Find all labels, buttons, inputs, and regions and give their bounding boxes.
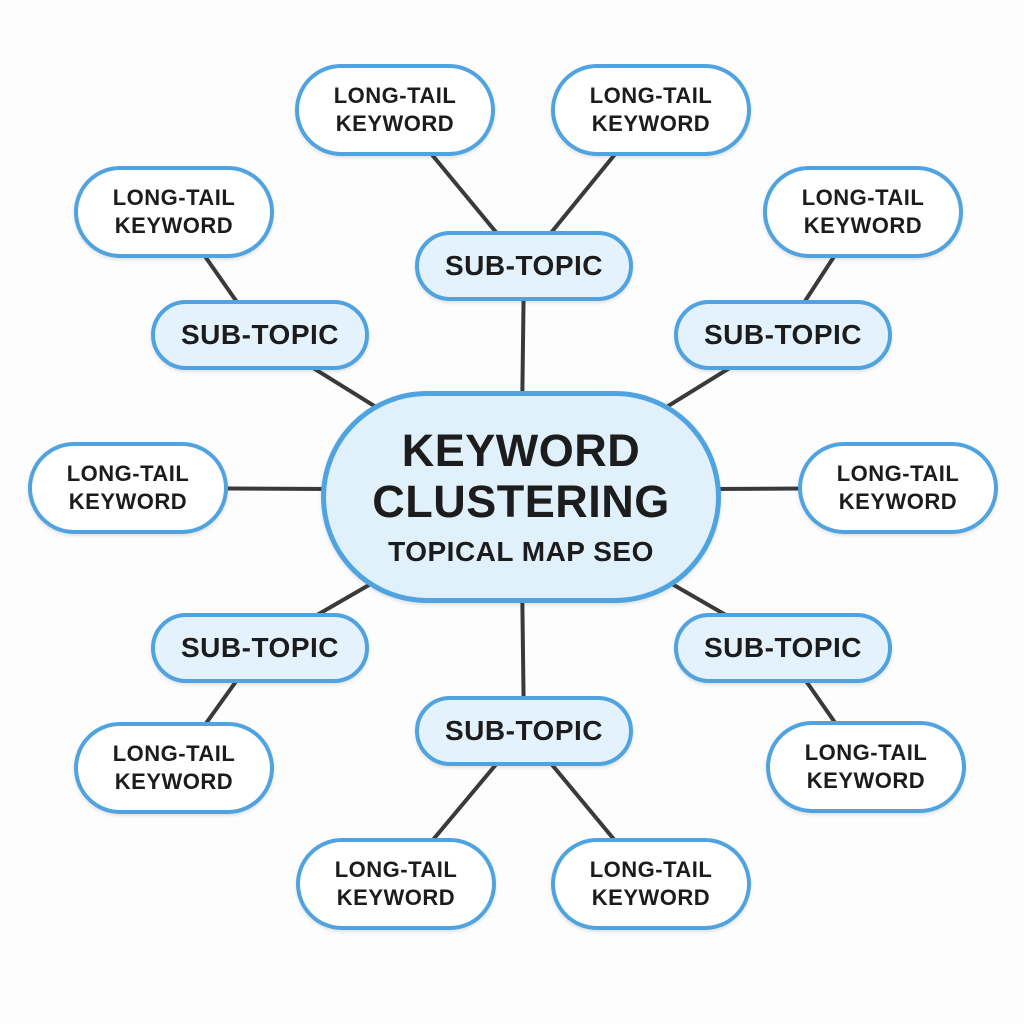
longtail-label: LONG-TAIL KEYWORD — [804, 740, 928, 793]
subtopic-label: SUB-TOPIC — [445, 715, 603, 746]
longtail-node-top-left: LONG-TAIL KEYWORD — [295, 64, 495, 156]
longtail-node-bottom-left: LONG-TAIL KEYWORD — [296, 838, 496, 930]
longtail-label: LONG-TAIL KEYWORD — [334, 857, 458, 910]
subtopic-label: SUB-TOPIC — [704, 632, 862, 663]
central-topic-title: KEYWORD CLUSTERING — [372, 425, 670, 527]
central-topic-node: KEYWORD CLUSTERING TOPICAL MAP SEO — [321, 391, 721, 603]
longtail-node-mid-left: LONG-TAIL KEYWORD — [28, 442, 228, 534]
longtail-label: LONG-TAIL KEYWORD — [112, 185, 236, 238]
longtail-node-upper-left: LONG-TAIL KEYWORD — [74, 166, 274, 258]
longtail-node-top-right: LONG-TAIL KEYWORD — [551, 64, 751, 156]
subtopic-label: SUB-TOPIC — [181, 632, 339, 663]
longtail-label: LONG-TAIL KEYWORD — [836, 461, 960, 514]
subtopic-node-top: SUB-TOPIC — [415, 231, 633, 301]
longtail-label: LONG-TAIL KEYWORD — [333, 83, 457, 136]
longtail-label: LONG-TAIL KEYWORD — [589, 857, 713, 910]
longtail-node-lower-left: LONG-TAIL KEYWORD — [74, 722, 274, 814]
subtopic-node-upper-left: SUB-TOPIC — [151, 300, 369, 370]
longtail-node-bottom-right: LONG-TAIL KEYWORD — [551, 838, 751, 930]
longtail-label: LONG-TAIL KEYWORD — [112, 741, 236, 794]
subtopic-label: SUB-TOPIC — [445, 250, 603, 281]
subtopic-label: SUB-TOPIC — [704, 319, 862, 350]
subtopic-node-lower-left: SUB-TOPIC — [151, 613, 369, 683]
longtail-node-mid-right: LONG-TAIL KEYWORD — [798, 442, 998, 534]
central-topic-subtitle: TOPICAL MAP SEO — [388, 535, 654, 567]
longtail-label: LONG-TAIL KEYWORD — [66, 461, 190, 514]
longtail-node-lower-right: LONG-TAIL KEYWORD — [766, 721, 966, 813]
longtail-label: LONG-TAIL KEYWORD — [589, 83, 713, 136]
subtopic-label: SUB-TOPIC — [181, 319, 339, 350]
subtopic-node-lower-right: SUB-TOPIC — [674, 613, 892, 683]
longtail-node-upper-right: LONG-TAIL KEYWORD — [763, 166, 963, 258]
subtopic-node-upper-right: SUB-TOPIC — [674, 300, 892, 370]
subtopic-node-bottom: SUB-TOPIC — [415, 696, 633, 766]
longtail-label: LONG-TAIL KEYWORD — [801, 185, 925, 238]
